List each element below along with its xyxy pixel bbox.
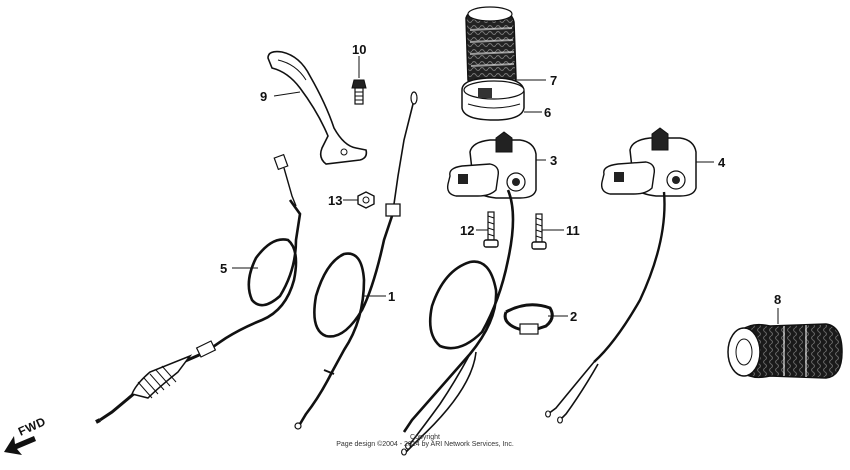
callout-leaders [232, 56, 779, 324]
cable-1-part[interactable] [294, 91, 418, 430]
callout-12: 12 [460, 223, 474, 238]
copyright-line-1: Copyright [410, 434, 440, 441]
callout-1: 1 [388, 289, 395, 304]
callout-13: 13 [328, 193, 342, 208]
cable-5-part[interactable] [95, 153, 302, 424]
grip-8-part[interactable] [727, 323, 843, 379]
callout-5: 5 [220, 261, 227, 276]
callout-labels: 10 9 7 6 3 4 13 12 11 5 1 2 8 [220, 42, 781, 324]
screw-12-part[interactable] [483, 211, 499, 248]
callout-6: 6 [544, 105, 551, 120]
screw-11-part[interactable] [531, 213, 547, 250]
switch-4-wire [545, 191, 666, 424]
pivot-bolt-part[interactable] [351, 79, 367, 105]
throttle-collar-part[interactable] [461, 77, 525, 121]
callout-11: 11 [566, 223, 580, 238]
throttle-grip-part[interactable] [465, 6, 517, 93]
clamp-part[interactable] [503, 303, 554, 335]
callout-4: 4 [718, 155, 726, 170]
callout-3: 3 [550, 153, 557, 168]
callout-8: 8 [774, 292, 781, 307]
callout-10: 10 [352, 42, 366, 57]
nut-part[interactable] [357, 191, 375, 209]
fwd-arrow-icon [4, 436, 36, 455]
switch-housing-3-part[interactable] [446, 131, 537, 199]
lever-part[interactable] [267, 50, 368, 165]
switch-3-wire [401, 189, 515, 456]
switch-housing-4-part[interactable] [600, 127, 697, 197]
callout-9: 9 [260, 89, 267, 104]
callout-7: 7 [550, 73, 557, 88]
callout-2: 2 [570, 309, 577, 324]
copyright-line-2: Page design ©2004 - 2014 by ARI Network … [336, 441, 514, 448]
